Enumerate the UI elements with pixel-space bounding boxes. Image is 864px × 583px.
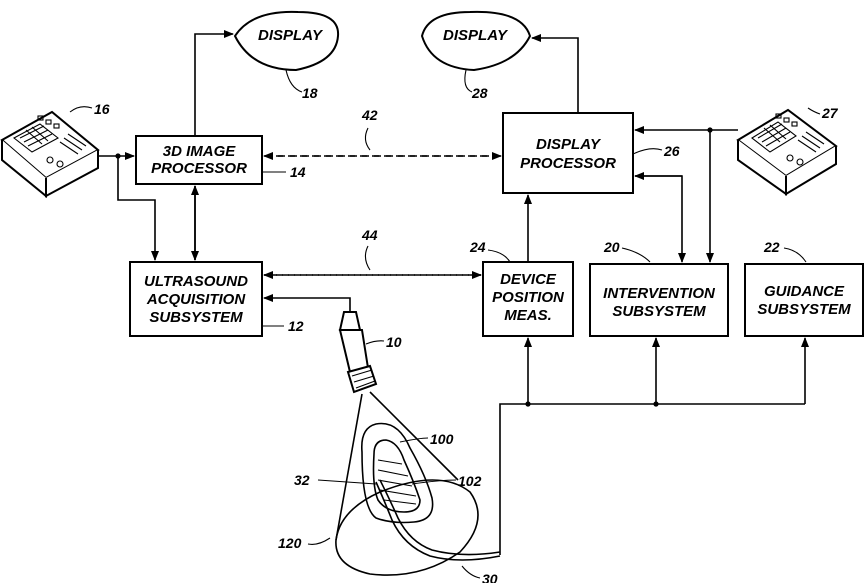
anatomy-illustration: 120 100 102 32 30 (278, 392, 500, 583)
svg-text:3D IMAGE: 3D IMAGE (163, 143, 237, 160)
svg-text:GUIDANCE: GUIDANCE (764, 283, 845, 300)
link-44-ref: 44 (361, 227, 378, 243)
block-3d-image-processor-ref: 14 (290, 164, 306, 180)
block-display-processor-ref: 26 (663, 143, 680, 159)
console-27: 27 (738, 105, 839, 194)
svg-text:ACQUISITION: ACQUISITION (146, 291, 247, 308)
catheter-ref: 30 (482, 571, 498, 583)
display-18-label: DISPLAY (258, 27, 324, 44)
svg-text:DEVICE: DEVICE (500, 271, 557, 288)
display-18: DISPLAY 18 (235, 12, 338, 101)
block-guidance: GUIDANCE SUBSYSTEM 22 (745, 239, 863, 336)
svg-text:ULTRASOUND: ULTRASOUND (144, 273, 248, 290)
svg-text:PROCESSOR: PROCESSOR (151, 160, 247, 177)
svg-text:POSITION: POSITION (492, 289, 565, 306)
svg-text:SUBSYSTEM: SUBSYSTEM (149, 309, 243, 326)
console-16-ref: 16 (94, 101, 110, 117)
display-28-ref: 28 (471, 85, 488, 101)
block-ultrasound-ref: 12 (288, 318, 304, 334)
block-guidance-ref: 22 (763, 239, 780, 255)
block-intervention-ref: 20 (603, 239, 620, 255)
display-18-ref: 18 (302, 85, 318, 101)
console-16: 16 (2, 101, 110, 196)
region-ref: 120 (278, 535, 302, 551)
ultrasound-probe: 10 (340, 312, 402, 392)
block-intervention: INTERVENTION SUBSYSTEM 20 (590, 239, 728, 336)
block-display-processor: DISPLAY PROCESSOR 26 (503, 113, 680, 193)
display-28: DISPLAY 28 (422, 12, 530, 101)
block-device-position: DEVICE POSITION MEAS. 24 (469, 239, 573, 336)
svg-text:SUBSYSTEM: SUBSYSTEM (612, 303, 706, 320)
block-3d-image-processor: 3D IMAGE PROCESSOR 14 (136, 136, 306, 184)
probe-ref: 10 (386, 334, 402, 350)
svg-text:SUBSYSTEM: SUBSYSTEM (757, 301, 851, 318)
organ-ref: 100 (430, 431, 454, 447)
svg-text:DISPLAY: DISPLAY (536, 136, 602, 153)
device-ref: 32 (294, 472, 310, 488)
inner-ref: 102 (458, 473, 482, 489)
svg-text:INTERVENTION: INTERVENTION (603, 285, 716, 302)
block-device-position-ref: 24 (469, 239, 486, 255)
console-27-ref: 27 (821, 105, 839, 121)
svg-text:MEAS.: MEAS. (504, 307, 552, 324)
svg-text:PROCESSOR: PROCESSOR (520, 155, 616, 172)
link-42-ref: 42 (361, 107, 378, 123)
block-ultrasound-acquisition: ULTRASOUND ACQUISITION SUBSYSTEM 12 (130, 262, 304, 336)
display-28-label: DISPLAY (443, 27, 509, 44)
